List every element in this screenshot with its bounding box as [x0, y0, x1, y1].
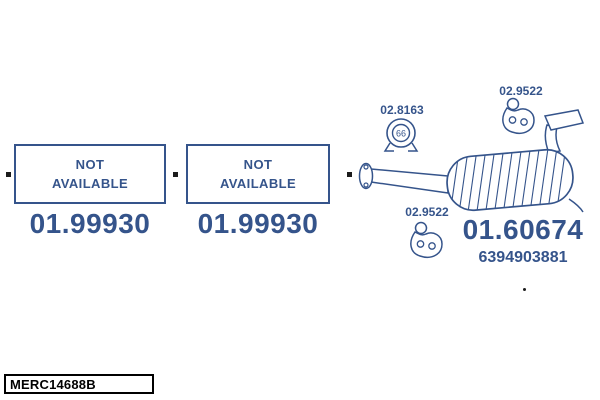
exhaust-assembly-illustration: 66	[358, 97, 585, 259]
not-available-label-line2: AVAILABLE	[51, 176, 129, 191]
connector-node	[347, 172, 352, 177]
muffler-body	[444, 147, 574, 213]
part-number-1[interactable]: 01.99930	[29, 208, 151, 239]
muffler-part-number[interactable]: 01.60674	[462, 214, 584, 245]
exit-stub	[568, 198, 584, 213]
hanger-icon-top	[502, 97, 535, 135]
not-available-label-line2: AVAILABLE	[219, 176, 297, 191]
connector-node	[173, 172, 178, 177]
flange-icon	[358, 162, 374, 190]
clamp-part-label[interactable]: 02.8163	[380, 103, 424, 117]
clamp-badge-text: 66	[396, 129, 406, 139]
connector-node	[6, 172, 11, 177]
dot-mark	[523, 288, 526, 291]
hanger-bottom-part-label[interactable]: 02.9522	[405, 205, 449, 219]
hanger-icon-bottom	[410, 221, 443, 259]
not-available-label-line1: NOT	[243, 157, 273, 172]
clamp-icon: 66	[383, 118, 419, 152]
mounting-bracket-icon	[543, 109, 585, 131]
diagram-code-box: MERC14688B	[4, 374, 154, 394]
part-number-2[interactable]: 01.99930	[197, 208, 319, 239]
inlet-pipe	[370, 168, 449, 194]
not-available-label-line1: NOT	[75, 157, 105, 172]
not-available-box-1: NOT AVAILABLE	[14, 144, 166, 204]
not-available-box-2: NOT AVAILABLE	[186, 144, 330, 204]
diagram-code: MERC14688B	[10, 376, 96, 392]
clamp-badge-circle	[391, 123, 411, 143]
muffler-oem-number: 6394903881	[478, 249, 568, 266]
hanger-top-part-label[interactable]: 02.9522	[499, 84, 543, 98]
